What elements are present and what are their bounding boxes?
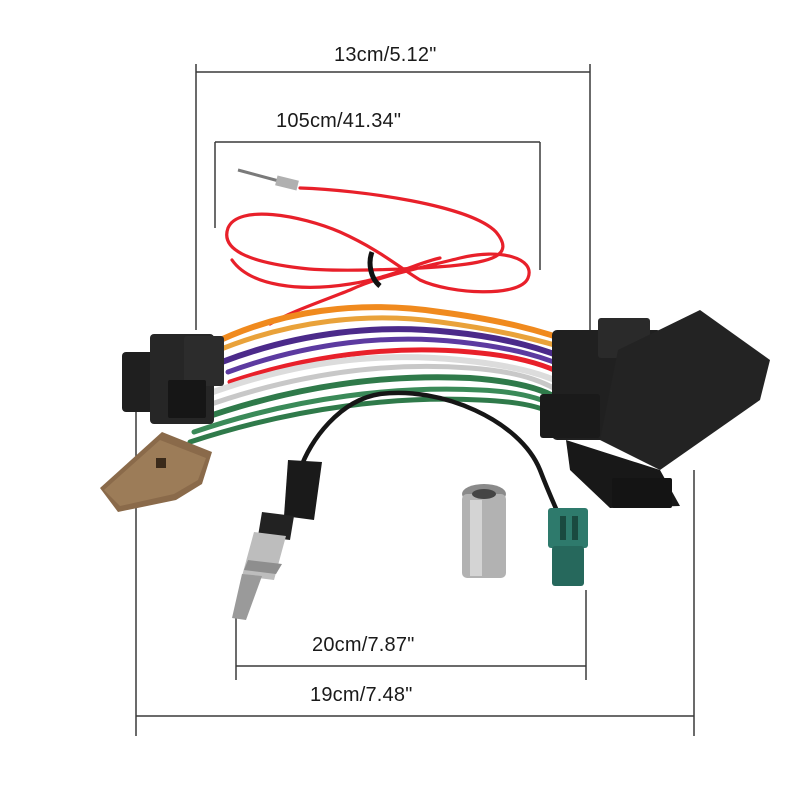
- dimension-overall-width: 19cm/7.48": [310, 684, 413, 706]
- dimension-cable-length: 105cm/41.34": [276, 110, 402, 132]
- quadlock-connector-right: [540, 310, 770, 508]
- dimension-antenna-width: 20cm/7.87": [312, 634, 415, 656]
- fakra-plug: [548, 508, 588, 586]
- wire-bundle: [187, 304, 583, 445]
- dimension-top-width: 13cm/5.12": [334, 44, 437, 66]
- din-antenna-plug: [232, 460, 322, 620]
- dimension-lines: [135, 64, 695, 736]
- red-power-wire: [225, 186, 531, 326]
- antenna-adapter: [462, 484, 506, 578]
- metal-tab: [100, 432, 212, 512]
- iso-connector-left: [122, 334, 224, 424]
- cable-tie: [367, 251, 382, 288]
- wire-tip: [237, 168, 299, 191]
- antenna-cable: [297, 390, 563, 521]
